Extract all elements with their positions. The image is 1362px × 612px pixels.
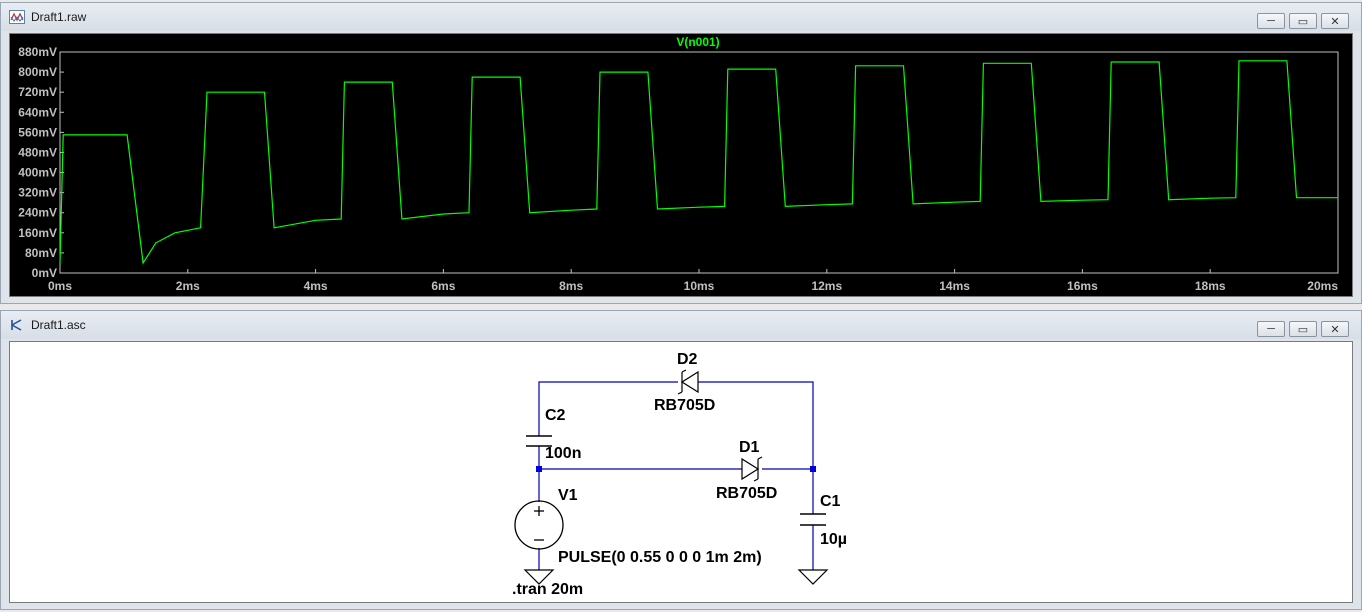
c1-value: 10µ [820, 531, 847, 548]
schematic-window-title: Draft1.asc [31, 318, 86, 332]
minimize-button[interactable]: ─ [1257, 321, 1285, 337]
c2-value: 100n [545, 445, 581, 462]
y-tick-label: 240mV [18, 206, 57, 220]
y-tick-label: 880mV [18, 45, 57, 59]
waveform-titlebar[interactable]: Draft1.raw ─ ▭ ✕ [1, 3, 1361, 31]
y-tick-label: 0mV [32, 266, 57, 280]
v1-value: PULSE(0 0.55 0 0 0 1m 2m) [558, 549, 762, 566]
y-tick-label: 480mV [18, 145, 57, 159]
y-tick-label: 80mV [25, 246, 57, 260]
ground-icon[interactable] [523, 569, 555, 585]
close-button[interactable]: ✕ [1321, 13, 1349, 29]
schematic-titlebar[interactable]: Draft1.asc ─ ▭ ✕ [1, 311, 1361, 339]
x-tick-label: 0ms [48, 279, 72, 293]
schematic-icon [11, 319, 22, 331]
c1-label: C1 [820, 493, 841, 510]
waveform-window: Draft1.raw ─ ▭ ✕ V(n001) 880mV 800mV 720mV… [0, 2, 1362, 304]
y-tick-label: 560mV [18, 125, 57, 139]
x-tick-label: 10ms [684, 279, 715, 293]
voltage-source-v1[interactable] [514, 500, 564, 550]
minimize-button[interactable]: ─ [1257, 13, 1285, 29]
diode-d1[interactable] [741, 456, 763, 482]
trace-line[interactable] [59, 60, 1338, 265]
wires[interactable] [538, 381, 814, 570]
c2-label: C2 [545, 407, 566, 424]
junction-node-left [536, 466, 542, 472]
restore-button[interactable]: ▭ [1289, 321, 1317, 337]
x-tick-label: 6ms [431, 279, 455, 293]
x-tick-label: 2ms [176, 279, 200, 293]
capacitor-c1[interactable] [800, 513, 826, 526]
tran-directive[interactable]: .tran 20m [512, 581, 583, 598]
plot-frame [59, 51, 1339, 274]
x-tick-label: 14ms [939, 279, 970, 293]
junction-node-right [810, 466, 816, 472]
x-tick-label: 12ms [811, 279, 842, 293]
y-tick-label: 320mV [18, 186, 57, 200]
close-button[interactable]: ✕ [1321, 321, 1349, 337]
schematic-canvas[interactable]: C2 100n D2 RB705D D1 RB705D [9, 341, 1353, 603]
capacitor-c2[interactable] [526, 435, 552, 447]
schematic-drawing[interactable]: C2 100n D2 RB705D D1 RB705D [10, 342, 1354, 606]
restore-button[interactable]: ▭ [1289, 13, 1317, 29]
y-tick-label: 800mV [18, 65, 57, 79]
y-tick-label: 160mV [18, 226, 57, 240]
trace-label[interactable]: V(n001) [676, 35, 719, 49]
d2-model: RB705D [654, 397, 715, 414]
waveform-plot[interactable]: V(n001) 880mV 800mV 720mV 640mV 560mV 480mV 40… [10, 34, 1354, 298]
d2-label: D2 [677, 351, 698, 368]
diode-d2[interactable] [677, 369, 699, 395]
y-tick-label: 640mV [18, 105, 57, 119]
waveform-plot-pane[interactable]: V(n001) 880mV 800mV 720mV 640mV 560mV 480mV 40… [9, 33, 1353, 297]
x-tick-label: 20ms [1307, 279, 1338, 293]
waveform-window-title: Draft1.raw [31, 10, 87, 24]
x-tick-label: 4ms [304, 279, 328, 293]
y-tick-label: 720mV [18, 85, 57, 99]
waveform-icon [9, 10, 25, 24]
d1-label: D1 [739, 439, 760, 456]
x-tick-label: 18ms [1195, 279, 1226, 293]
wire-top[interactable] [538, 381, 814, 469]
x-tick-label: 16ms [1067, 279, 1098, 293]
x-tick-label: 8ms [559, 279, 583, 293]
ground-icon[interactable] [797, 569, 829, 585]
v1-label: V1 [558, 487, 578, 504]
d1-model: RB705D [716, 485, 777, 502]
y-tick-label: 400mV [18, 166, 57, 180]
schematic-window: Draft1.asc ─ ▭ ✕ C2 [0, 310, 1362, 610]
